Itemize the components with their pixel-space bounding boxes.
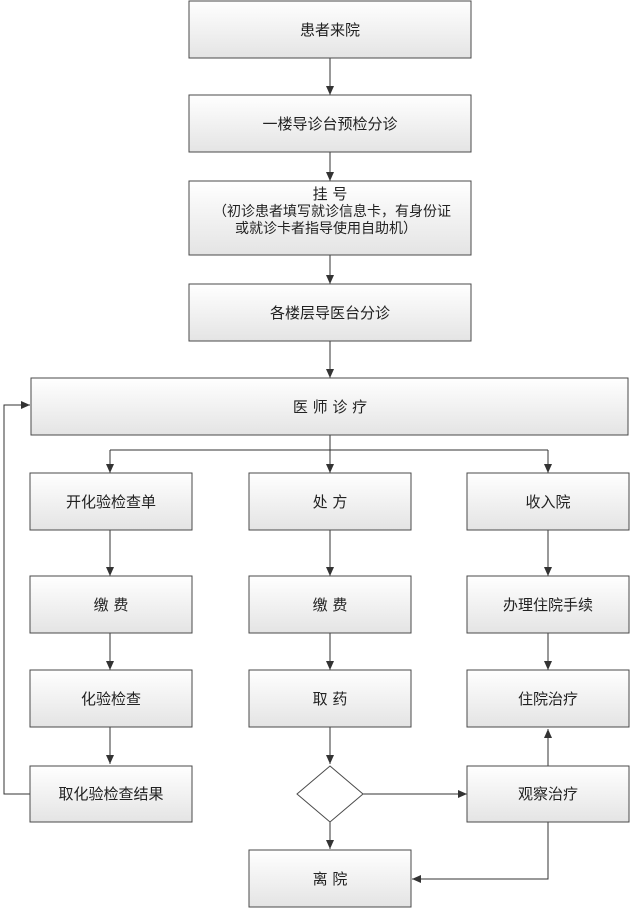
node-arrive-label: 患者来院 xyxy=(300,21,360,39)
node-doctor: 医 师 诊 疗 xyxy=(30,377,629,436)
node-decision xyxy=(296,765,364,823)
node-admission-procedure: 办理住院手续 xyxy=(466,575,630,634)
node-lab-order-label: 开化验检查单 xyxy=(66,493,156,511)
node-floor-triage-label: 各楼层导医台分诊 xyxy=(270,304,390,322)
node-lab-test-label: 化验检查 xyxy=(81,690,141,708)
edge-result-back-to-doctor xyxy=(3,401,30,795)
node-lab-test: 化验检查 xyxy=(29,669,193,728)
decision-diamond xyxy=(296,765,364,823)
node-discharge: 离 院 xyxy=(248,849,412,908)
node-prescription-label: 处 方 xyxy=(313,493,348,511)
node-pay-rx: 缴 费 xyxy=(248,575,412,634)
node-register-note-line1: （初诊患者填写就诊信息卡，有身份证 xyxy=(213,203,451,220)
node-triage-label: 一楼导诊台预检分诊 xyxy=(262,115,397,133)
node-admission-procedure-label: 办理住院手续 xyxy=(503,596,593,614)
node-lab-result: 取化验检查结果 xyxy=(29,765,193,823)
node-register-title: 挂 号 xyxy=(313,185,348,203)
node-get-medicine-label: 取 药 xyxy=(313,690,348,708)
node-pay-lab-label: 缴 费 xyxy=(94,596,129,614)
node-triage: 一楼导诊台预检分诊 xyxy=(188,94,472,153)
node-floor-triage: 各楼层导医台分诊 xyxy=(188,283,472,342)
node-arrive: 患者来院 xyxy=(188,0,472,59)
node-get-medicine: 取 药 xyxy=(248,669,412,728)
node-lab-order: 开化验检查单 xyxy=(29,472,193,531)
edge-observation-to-discharge xyxy=(412,822,549,883)
node-inpatient-treatment: 住院治疗 xyxy=(466,669,630,728)
node-observation-label: 观察治疗 xyxy=(518,785,578,803)
node-doctor-label: 医 师 诊 疗 xyxy=(293,398,367,416)
node-discharge-label: 离 院 xyxy=(313,870,348,888)
node-observation: 观察治疗 xyxy=(466,765,630,823)
node-inpatient-treatment-label: 住院治疗 xyxy=(518,690,578,708)
node-lab-result-label: 取化验检查结果 xyxy=(58,785,163,803)
node-admit: 收入院 xyxy=(466,472,630,531)
flow-edges xyxy=(3,58,552,883)
node-prescription: 处 方 xyxy=(248,472,412,531)
node-register: 挂 号 （初诊患者填写就诊信息卡，有身份证 或就诊卡者指导使用自助机） xyxy=(188,180,472,256)
node-register-note-line2: 或就诊卡者指导使用自助机） xyxy=(235,220,417,237)
node-pay-lab: 缴 费 xyxy=(29,575,193,634)
node-admit-label: 收入院 xyxy=(525,493,570,511)
node-pay-rx-label: 缴 费 xyxy=(313,596,348,614)
